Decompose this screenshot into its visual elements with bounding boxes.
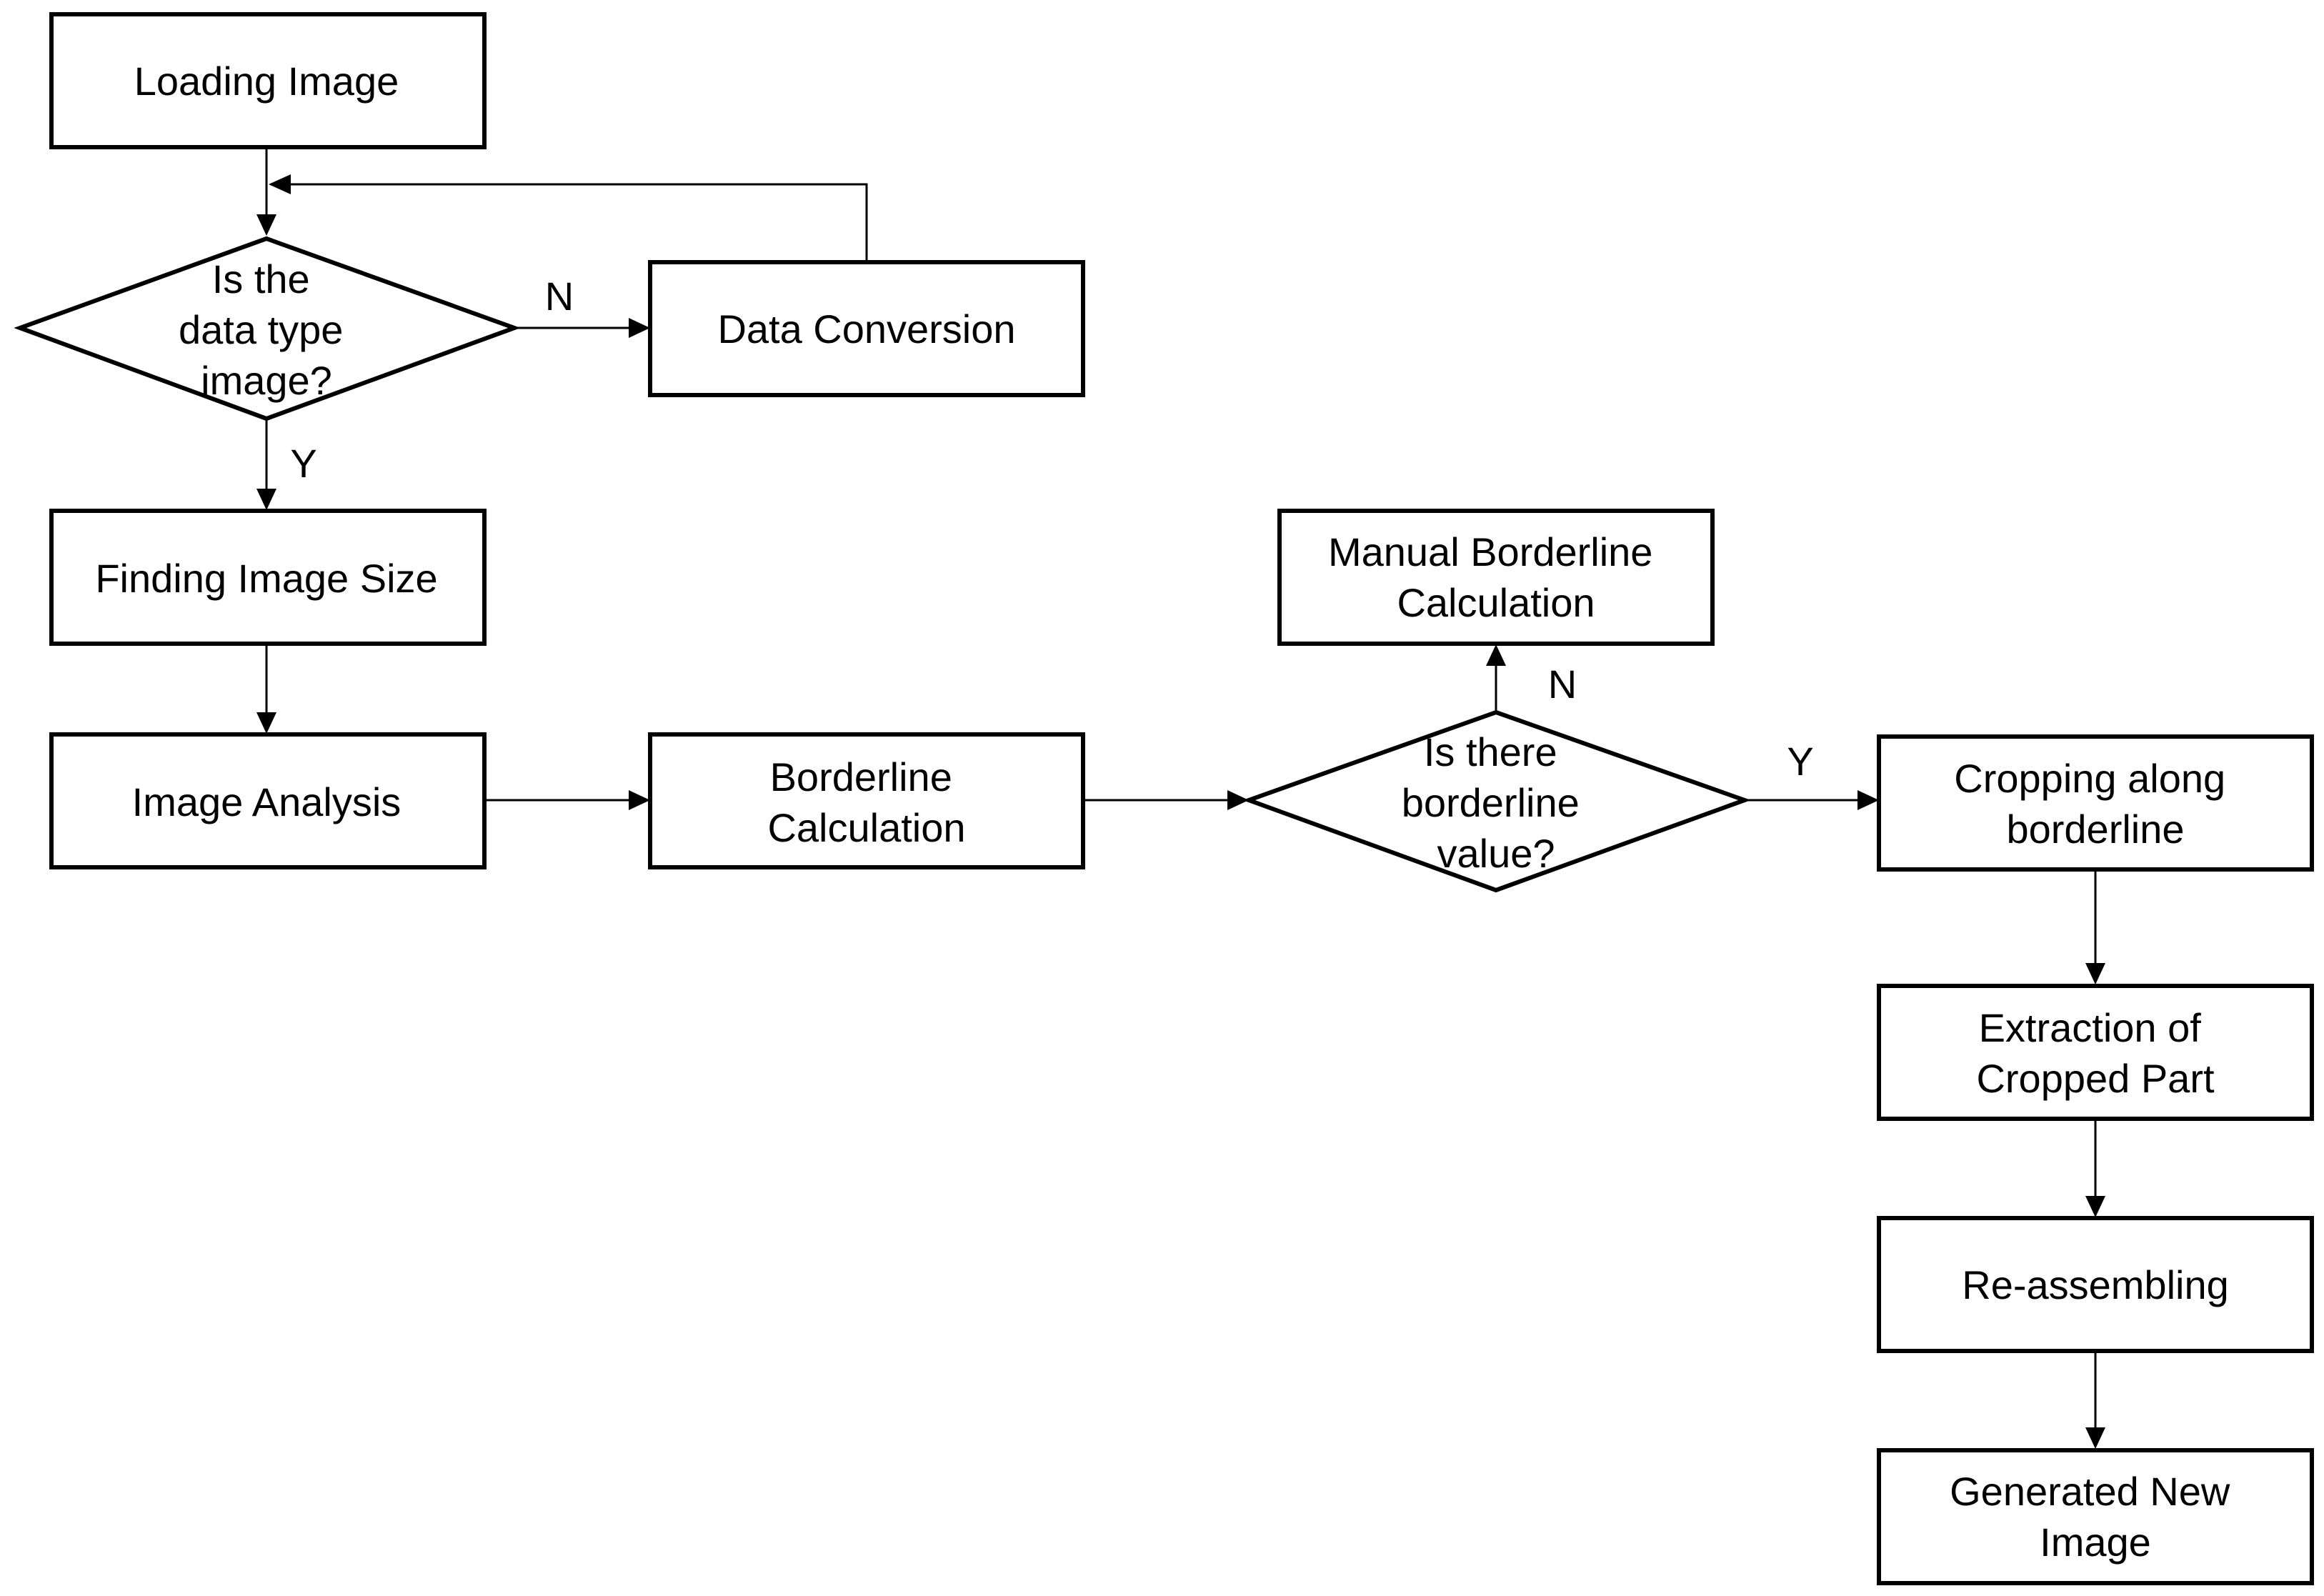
- edge-label-borderline-no: N: [1548, 662, 1577, 707]
- node-label: Image Analysis: [132, 779, 402, 824]
- arrowhead-borderline-calculation: [629, 790, 650, 810]
- process-box: [1877, 1216, 2314, 1353]
- node-label: Is there borderline value?: [1402, 729, 1591, 876]
- node-label-line: Is there: [1424, 729, 1557, 774]
- node-label-line: Manual Borderline: [1328, 529, 1652, 574]
- node-label: Is the data type image?: [179, 256, 354, 403]
- node-label-line: Loading Image: [134, 59, 399, 104]
- process-box: [648, 260, 1085, 397]
- node-label: Data Conversion: [717, 306, 1015, 351]
- decision-diamond: [14, 236, 521, 422]
- process-box: [49, 509, 487, 646]
- node-label-line: value?: [1437, 831, 1555, 876]
- node-label-line: borderline: [2006, 807, 2184, 852]
- arrowhead-datatype-check-top: [256, 214, 276, 236]
- node-manual-borderline-calculation: Manual Borderline Calculation: [1277, 509, 1715, 646]
- node-label: Generated New Image: [1950, 1469, 2241, 1565]
- node-label-line: Is the: [212, 256, 310, 301]
- arrowhead-reassembling: [2085, 1196, 2105, 1217]
- arrowhead-value-check: [1227, 790, 1249, 810]
- node-label-line: image?: [201, 358, 332, 403]
- node-label-line: Extraction of: [1979, 1005, 2202, 1050]
- node-label-line: data type: [179, 307, 343, 352]
- edge-label-datatype-no: N: [545, 274, 574, 319]
- node-finding-image-size: Finding Image Size: [49, 509, 487, 646]
- node-label-line: Calculation: [1397, 580, 1595, 625]
- arrowhead-generated-new-image: [2085, 1427, 2105, 1449]
- node-label-line: Cropping along: [1954, 756, 2225, 801]
- node-label-line: Finding Image Size: [95, 556, 437, 601]
- node-label-line: Re-assembling: [1962, 1262, 2229, 1307]
- arrowhead-manual-borderline: [1486, 644, 1506, 666]
- node-borderline-value-check: Is there borderline value?: [1242, 709, 1751, 893]
- arrowhead-finding-image-size: [256, 489, 276, 510]
- process-box: [1877, 1448, 2314, 1585]
- decision-diamond: [1242, 709, 1751, 893]
- node-label: Manual Borderline Calculation: [1328, 529, 1664, 625]
- node-data-type-check: Is the data type image?: [14, 236, 521, 422]
- node-label: Finding Image Size: [95, 556, 437, 601]
- edge-label-datatype-yes: Y: [290, 441, 316, 486]
- node-label-line: Data Conversion: [717, 306, 1015, 351]
- process-box: [49, 732, 487, 869]
- node-label-line: Cropped Part: [1976, 1056, 2215, 1101]
- process-box: [648, 732, 1085, 869]
- arrowhead-extraction: [2085, 963, 2105, 984]
- node-re-assembling: Re-assembling: [1877, 1216, 2314, 1353]
- node-borderline-calculation: Borderline Calculation: [648, 732, 1085, 869]
- node-cropping-along-borderline: Cropping along borderline: [1877, 734, 2314, 872]
- flowchart-edges: [256, 147, 2105, 1449]
- arrowhead-cropping: [1857, 790, 1879, 810]
- node-label: Re-assembling: [1962, 1262, 2229, 1307]
- node-label: Extraction of Cropped Part: [1976, 1005, 2215, 1101]
- edge-conversion-loop-back: [291, 183, 868, 261]
- edge-label-borderline-yes: Y: [1787, 739, 1813, 784]
- node-loading-image: Loading Image: [49, 12, 487, 149]
- node-image-analysis: Image Analysis: [49, 732, 487, 869]
- node-label: Cropping along borderline: [1954, 756, 2236, 852]
- node-label: Borderline Calculation: [767, 754, 965, 850]
- node-data-conversion: Data Conversion: [648, 260, 1085, 397]
- process-box: [1877, 984, 2314, 1121]
- node-label-line: Calculation: [767, 805, 965, 850]
- node-label-line: Image: [2040, 1520, 2151, 1565]
- flowchart-edge-labels: N Y N Y: [290, 274, 1813, 784]
- node-extraction-of-cropped-part: Extraction of Cropped Part: [1877, 984, 2314, 1121]
- process-box: [1877, 734, 2314, 872]
- node-generated-new-image: Generated New Image: [1877, 1448, 2314, 1585]
- node-label-line: Generated New: [1950, 1469, 2230, 1514]
- node-label-line: Image Analysis: [132, 779, 402, 824]
- process-box: [1277, 509, 1715, 646]
- arrowhead-image-analysis: [256, 712, 276, 734]
- node-label-line: borderline: [1402, 780, 1580, 825]
- node-label: Loading Image: [134, 59, 399, 104]
- process-box: [49, 12, 487, 149]
- arrowhead-data-conversion: [629, 318, 650, 338]
- arrowhead-loop-back: [269, 174, 291, 194]
- node-label-line: Borderline: [770, 754, 952, 799]
